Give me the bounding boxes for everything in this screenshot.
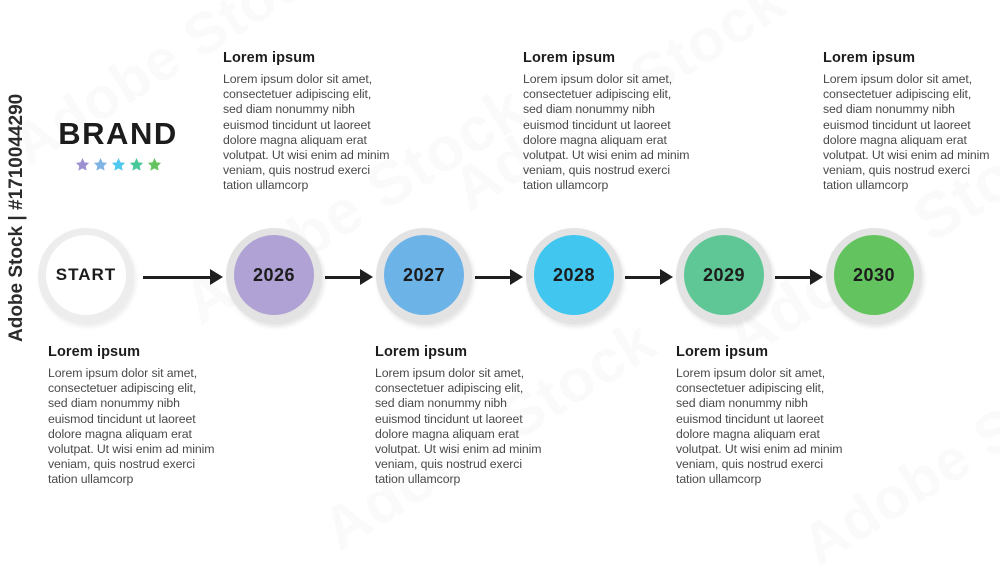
brand-name: BRAND: [58, 116, 178, 151]
brand-star-2-icon: [93, 157, 108, 177]
arrow-shaft: [625, 275, 662, 279]
brand-logo: BRAND: [38, 118, 198, 177]
arrow-2027-2028: [475, 269, 523, 285]
brand-star-3-icon: [111, 157, 126, 177]
arrow-start-2026: [143, 269, 223, 285]
text-block-title: Lorem ipsum: [48, 344, 141, 360]
text-block-title: Lorem ipsum: [523, 50, 616, 66]
text-block-title: Lorem ipsum: [223, 50, 316, 66]
node-label-2027: 2027: [402, 264, 446, 285]
node-disc: 2029: [684, 235, 764, 315]
timeline-node-2028[interactable]: 2028: [526, 228, 622, 324]
arrow-shaft: [325, 275, 362, 279]
arrow-shaft: [475, 275, 512, 279]
node-label-start: START: [55, 265, 117, 284]
node-label-2026: 2026: [252, 264, 296, 285]
text-block-body: Lorem ipsum dolor sit amet, consectetuer…: [676, 366, 843, 487]
brand-stars: [38, 157, 198, 177]
arrow-shaft: [775, 275, 812, 279]
timeline-node-2027[interactable]: 2027: [376, 228, 472, 324]
text-block-title: Lorem ipsum: [375, 344, 468, 360]
brand-star-4-icon: [129, 157, 144, 177]
text-block-title: Lorem ipsum: [823, 50, 916, 66]
node-disc: 2030: [834, 235, 914, 315]
node-disc: 2027: [384, 235, 464, 315]
arrow-2028-2029: [625, 269, 673, 285]
node-label-2030: 2030: [852, 264, 896, 285]
arrow-head-icon: [660, 269, 673, 285]
timeline: START 2026 2027 2028 2029 2030: [0, 228, 1000, 324]
timeline-node-2026[interactable]: 2026: [226, 228, 322, 324]
timeline-node-2029[interactable]: 2029: [676, 228, 772, 324]
brand-star-1-icon: [75, 157, 90, 177]
arrow-head-icon: [210, 269, 223, 285]
node-disc: 2028: [534, 235, 614, 315]
arrow-2029-2030: [775, 269, 823, 285]
text-block-body: Lorem ipsum dolor sit amet, consectetuer…: [48, 366, 215, 487]
brand-star-5-icon: [147, 157, 162, 177]
node-label-2029: 2029: [702, 264, 746, 285]
text-block-body: Lorem ipsum dolor sit amet, consectetuer…: [823, 72, 990, 193]
node-disc: 2026: [234, 235, 314, 315]
text-block-body: Lorem ipsum dolor sit amet, consectetuer…: [523, 72, 690, 193]
node-label-2028: 2028: [552, 264, 596, 285]
arrow-shaft: [143, 275, 212, 279]
node-disc: START: [46, 235, 126, 315]
arrow-head-icon: [510, 269, 523, 285]
arrow-head-icon: [360, 269, 373, 285]
arrow-2026-2027: [325, 269, 373, 285]
timeline-node-start[interactable]: START: [38, 228, 134, 324]
text-block-title: Lorem ipsum: [676, 344, 769, 360]
arrow-head-icon: [810, 269, 823, 285]
timeline-node-2030[interactable]: 2030: [826, 228, 922, 324]
text-block-body: Lorem ipsum dolor sit amet, consectetuer…: [375, 366, 542, 487]
text-block-body: Lorem ipsum dolor sit amet, consectetuer…: [223, 72, 390, 193]
